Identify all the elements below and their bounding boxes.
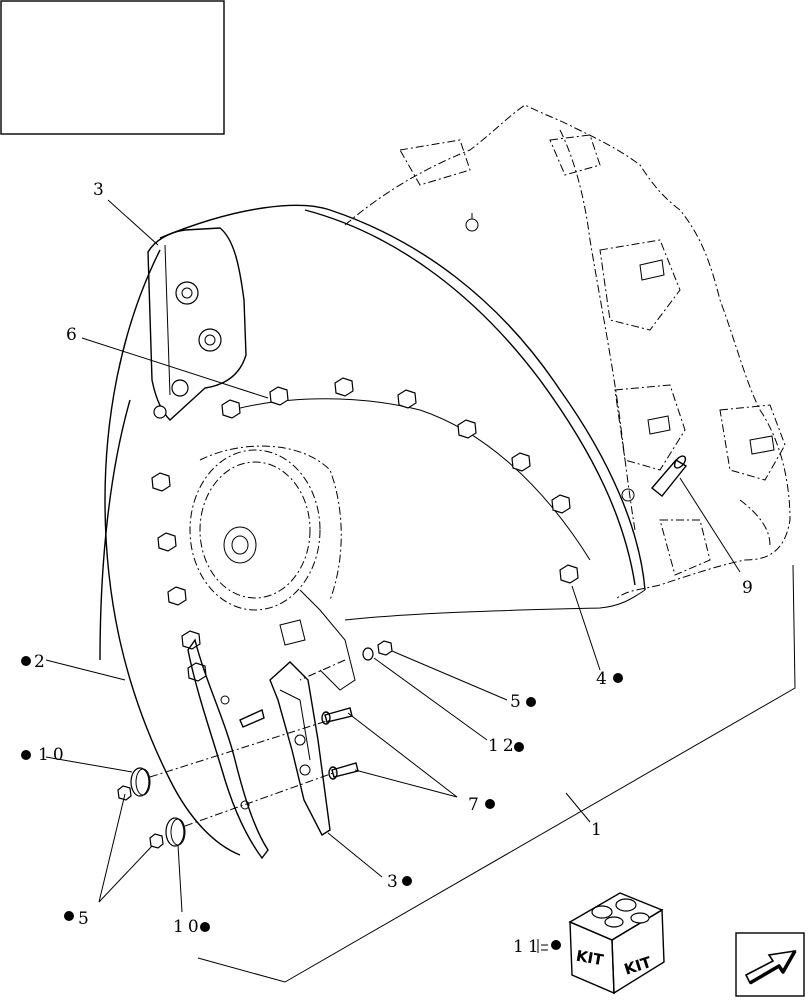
callout-11: 11 <box>513 937 543 957</box>
kit-dot-5-upper <box>526 697 536 707</box>
callout-9: 9 <box>742 578 757 598</box>
callout-4: 4 <box>596 669 611 689</box>
callout-1: 1 <box>591 820 606 840</box>
kit-box-icon: KIT KIT <box>568 892 665 995</box>
kit-dot-10-left <box>21 750 31 760</box>
kit-dot-10-lower <box>200 922 210 932</box>
kit-bracket-outline <box>197 564 796 983</box>
kit-label-left: KIT <box>575 947 606 970</box>
title-block-frame <box>0 0 225 135</box>
nut-washer-upper <box>362 640 393 661</box>
kit-symbol-11 <box>537 939 548 953</box>
callout-3-top: 3 <box>93 180 108 200</box>
kit-dot-12 <box>514 742 524 752</box>
callout-5-lower: 5 <box>78 909 93 929</box>
callout-7: 7 <box>468 795 483 815</box>
wear-plate-part-3 <box>269 661 331 836</box>
gearbox-housing-phantom <box>344 104 791 601</box>
kit-dot-11 <box>551 940 561 950</box>
bolt-ring-nuts <box>151 377 579 682</box>
callout-labels: 3 6 2 10 5 10 3 7 12 5 4 9 1 11 <box>21 180 757 957</box>
stripper-strip <box>187 638 269 860</box>
callout-5-upper: 5 <box>510 692 525 712</box>
washers-nuts-lower <box>117 767 186 849</box>
shroud-part-1 <box>99 204 646 856</box>
next-page-arrow-icon[interactable] <box>735 932 805 997</box>
bolt-part-9 <box>650 455 688 497</box>
callout-6: 6 <box>66 325 81 345</box>
callout-3-lower: 3 <box>387 872 402 892</box>
center-lines <box>149 659 346 827</box>
callout-2: 2 <box>34 652 49 672</box>
kit-dot-5-lower <box>64 911 74 921</box>
kit-dot-2 <box>21 656 31 666</box>
side-plate-part-3 <box>147 227 247 421</box>
kit-dot-7 <box>485 799 495 809</box>
kit-dot-3-lower <box>402 876 412 886</box>
leader-lines <box>45 199 741 913</box>
kit-dot-4 <box>613 673 623 683</box>
bolts-part-7 <box>239 707 359 780</box>
kit-label-right: KIT <box>622 953 654 979</box>
callout-10-left: 10 <box>38 745 68 765</box>
callout-10-lower: 10 <box>173 917 203 937</box>
callout-12: 12 <box>488 736 518 756</box>
sprocket-assembly <box>189 445 356 691</box>
